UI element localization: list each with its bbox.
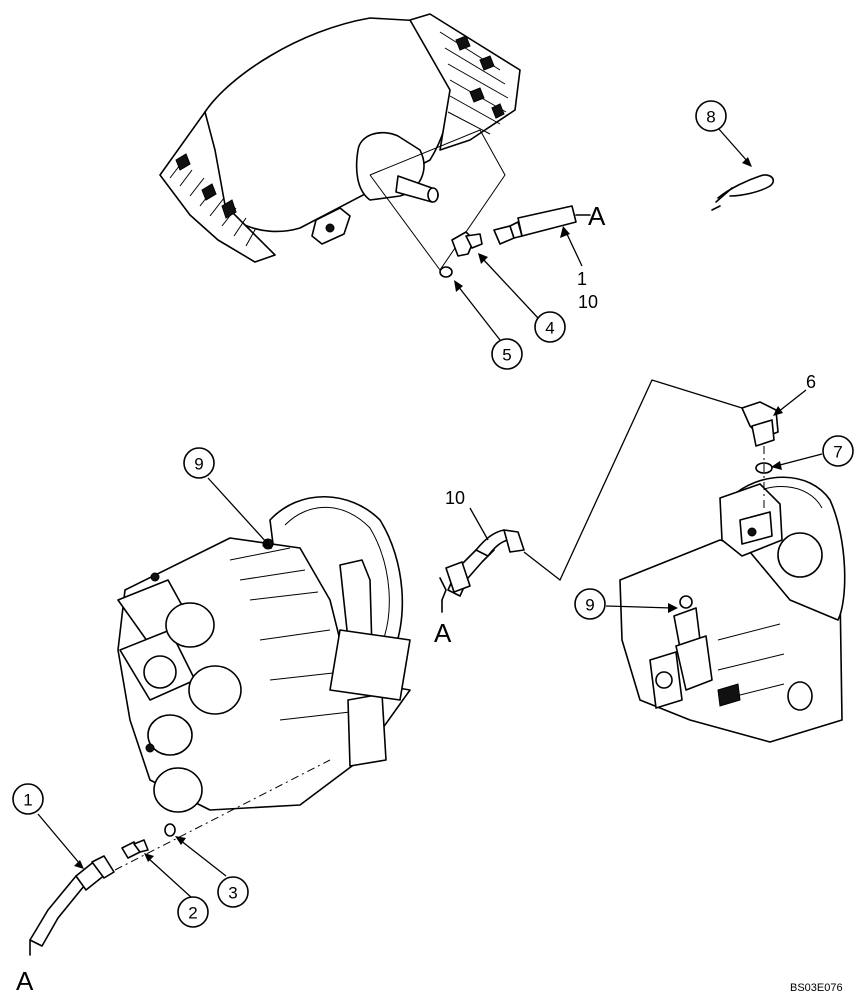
callout-1: 1	[12, 783, 44, 815]
hose-clip-8	[711, 174, 775, 211]
callout-4: 4	[534, 311, 566, 343]
bottom-hose-fittings	[29, 823, 176, 947]
svg-text:5: 5	[502, 346, 511, 365]
callout-5: 5	[491, 338, 523, 370]
callout-8: 8	[695, 100, 727, 132]
label-hose-10-middle: 10	[445, 488, 465, 508]
middle-hose-10	[439, 529, 525, 601]
callout-7: 7	[822, 435, 854, 467]
callout-9-left: 9	[183, 447, 215, 479]
svg-text:8: 8	[706, 108, 715, 127]
callout-2: 2	[177, 896, 209, 928]
right-transmission	[619, 401, 846, 743]
connection-label-a-top: A	[588, 201, 606, 231]
connection-label-a-bottom: A	[16, 966, 34, 996]
svg-text:9: 9	[585, 596, 594, 615]
figure-code: BS03E076	[790, 982, 843, 994]
svg-text:3: 3	[228, 884, 237, 903]
label-hose-10-top: 10	[578, 292, 598, 312]
svg-text:4: 4	[545, 319, 554, 338]
top-cooler-assembly	[159, 13, 521, 271]
connection-label-a-middle: A	[434, 618, 452, 648]
svg-text:9: 9	[194, 455, 203, 474]
label-hose-1-top: 1	[577, 269, 587, 289]
svg-text:7: 7	[833, 443, 842, 462]
left-transmission	[117, 495, 411, 813]
top-fittings	[439, 205, 577, 278]
callout-9-right: 9	[574, 588, 606, 620]
svg-text:1: 1	[23, 791, 32, 810]
callout-6: 6	[806, 372, 816, 392]
svg-text:2: 2	[188, 904, 197, 923]
callout-3: 3	[217, 876, 249, 908]
